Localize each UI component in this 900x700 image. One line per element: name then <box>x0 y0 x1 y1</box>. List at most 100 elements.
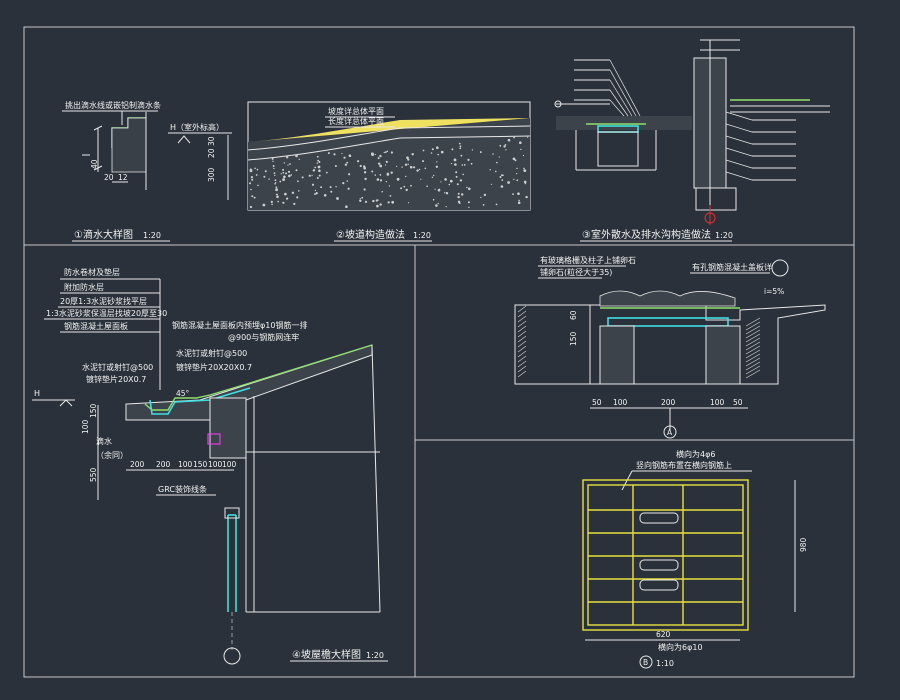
hatch-line <box>517 370 527 378</box>
gravel-dot <box>483 193 487 197</box>
gravel-dot <box>379 164 383 168</box>
leader-line <box>725 147 753 157</box>
gravel-dot <box>250 188 252 191</box>
svg-text:100: 100 <box>710 398 725 407</box>
gravel-dot <box>459 147 462 150</box>
gravel-dot <box>457 195 460 199</box>
gravel-dot <box>274 179 277 182</box>
gravel-dot <box>379 154 382 158</box>
gravel-dot <box>275 182 277 184</box>
gravel-dot <box>512 193 514 196</box>
svg-text:1:20: 1:20 <box>413 231 431 240</box>
svg-text:H: H <box>34 389 40 398</box>
gravel-dot <box>374 174 377 176</box>
svg-text:100: 100 <box>613 398 628 407</box>
gravel-dot <box>275 186 278 189</box>
hatch-line <box>745 321 761 331</box>
hatch-line <box>517 320 527 328</box>
hatch-line <box>517 335 527 343</box>
lifting-slot <box>639 512 679 524</box>
gravel-dot <box>364 177 367 181</box>
svg-text:钢筋混凝土屋面板: 钢筋混凝土屋面板 <box>64 321 128 331</box>
svg-text:45°: 45° <box>176 389 190 398</box>
gravel-dot <box>435 165 438 168</box>
gravel-dot <box>462 173 465 176</box>
gravel-dot <box>327 152 330 155</box>
gravel-dot <box>407 158 410 161</box>
gravel-dot <box>316 155 319 158</box>
gravel-dot <box>379 174 382 176</box>
gravel-dot <box>276 195 279 199</box>
gravel-dot <box>436 146 439 149</box>
leader-line <box>725 123 753 133</box>
gravel-dot <box>445 206 447 208</box>
gravel-dot <box>361 196 364 199</box>
gravel-dot <box>437 202 439 205</box>
gravel-dot <box>251 195 254 198</box>
gravel-dot <box>479 151 482 154</box>
gravel-dot <box>489 169 491 171</box>
gravel-dot <box>517 201 521 205</box>
hatch-line <box>517 315 527 323</box>
gravel-dot <box>277 200 279 203</box>
gravel-dot <box>407 163 409 165</box>
drawing-border <box>23 26 855 678</box>
gravel-dot <box>499 176 502 178</box>
gravel-dot <box>507 181 510 184</box>
gravel-dot <box>467 158 470 161</box>
svg-text:竖向钢筋布置在横向钢筋上: 竖向钢筋布置在横向钢筋上 <box>636 460 732 470</box>
svg-text:镀锌垫片20X20X0.7: 镀锌垫片20X20X0.7 <box>176 362 252 372</box>
leader-lines <box>574 39 796 181</box>
gravel-dot <box>323 194 327 197</box>
hatch-line <box>517 310 527 318</box>
leader-line <box>725 111 753 121</box>
gravel-dot <box>512 157 516 161</box>
gravel-dot <box>444 192 446 194</box>
gravel-dot <box>418 168 421 171</box>
svg-text:长度详总体平面: 长度详总体平面 <box>328 116 384 126</box>
lifting-slot <box>639 579 679 591</box>
gravel-dot <box>282 168 285 171</box>
gravel-dot <box>391 200 395 204</box>
gravel-dot <box>422 160 424 163</box>
gravel-dot <box>406 156 409 159</box>
svg-text:30: 30 <box>207 136 216 146</box>
svg-text:100: 100 <box>81 419 90 434</box>
gravel-dot <box>308 174 311 177</box>
hatch-line <box>517 325 527 333</box>
panel2-title: ②坡道构造做法 <box>336 228 405 241</box>
svg-text:防水卷材及垫层: 防水卷材及垫层 <box>64 267 120 277</box>
gravel-dot <box>461 164 464 166</box>
gravel-dot <box>295 169 298 172</box>
lifting-slot <box>639 559 679 571</box>
hatch-line <box>745 369 761 379</box>
gravel-dot <box>317 159 320 162</box>
gravel-dot <box>400 187 403 190</box>
gravel-dot <box>289 163 291 165</box>
gravel-dot <box>490 183 493 185</box>
gravel-dot <box>523 180 527 184</box>
leader-line <box>609 79 633 117</box>
gravel-dot <box>431 176 434 178</box>
gravel-dot <box>518 199 520 202</box>
gravel-dot <box>424 167 427 170</box>
panel-drain-section: 有玻璃格栅及柱子上铺卵石 铺卵石(粒径大于35) 有孔钢筋混凝土盖板详 i=5%… <box>514 255 826 439</box>
svg-text:150: 150 <box>89 403 98 418</box>
svg-text:（余同）: （余同） <box>96 450 128 460</box>
svg-text:水泥钉或射钉@500: 水泥钉或射钉@500 <box>82 362 153 372</box>
gravel-dot <box>516 167 518 170</box>
hatch-line <box>745 345 761 355</box>
panel-drip-detail: 挑出滴水线或嵌铝制滴水条 40 20 12 ①滴水大样图 1:20 <box>62 100 170 242</box>
gravel-dot <box>444 178 447 181</box>
gravel-dot <box>343 156 346 159</box>
gravel-dot <box>296 196 299 199</box>
svg-text:镀锌垫片20X0.7: 镀锌垫片20X0.7 <box>86 374 146 384</box>
hatch-line <box>745 341 761 351</box>
gravel-dot <box>422 149 425 152</box>
gravel-dot <box>363 188 366 191</box>
gravel-dot <box>385 181 387 183</box>
gravel-dot <box>275 188 278 192</box>
svg-text:有玻璃格栅及柱子上铺卵石: 有玻璃格栅及柱子上铺卵石 <box>540 255 636 265</box>
leader-line <box>725 135 753 145</box>
gravel-dot <box>435 204 438 207</box>
